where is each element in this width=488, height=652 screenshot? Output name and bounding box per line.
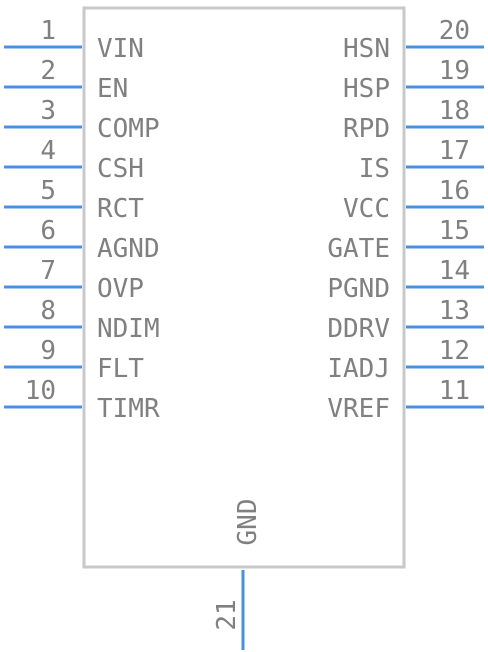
pin-name: OVP xyxy=(97,274,144,304)
pin-name: VCC xyxy=(343,194,390,224)
ic-body xyxy=(82,6,406,569)
pin-name: VREF xyxy=(327,394,390,424)
pin-name: EN xyxy=(97,74,128,104)
pin-number: 5 xyxy=(40,176,56,206)
pin-name: GATE xyxy=(327,234,390,264)
pin-name: FLT xyxy=(97,354,144,384)
pin-number: 14 xyxy=(439,256,470,286)
pin-name: HSN xyxy=(343,34,390,64)
pin-number: 11 xyxy=(439,376,470,406)
pin-number: 7 xyxy=(40,256,56,286)
pin-number: 10 xyxy=(25,376,56,406)
pin-number: 13 xyxy=(439,296,470,326)
pin-name: RPD xyxy=(343,114,390,144)
pin-name: DDRV xyxy=(327,314,390,344)
pin-name: COMP xyxy=(97,114,160,144)
pin-number: 9 xyxy=(40,336,56,366)
pin-name: RCT xyxy=(97,194,144,224)
pin-2: 2EN xyxy=(4,56,128,104)
left-pins: 1VIN2EN3COMP4CSH5RCT6AGND7OVP8NDIM9FLT10… xyxy=(4,16,160,424)
pin-name: GND xyxy=(233,499,263,546)
pin-number: 18 xyxy=(439,96,470,126)
pin-name: NDIM xyxy=(97,314,160,344)
right-pins: 20HSN19HSP18RPD17IS16VCC15GATE14PGND13DD… xyxy=(327,16,484,424)
pin-number: 12 xyxy=(439,336,470,366)
pin-number: 19 xyxy=(439,56,470,86)
pin-number: 8 xyxy=(40,296,56,326)
pin-name: AGND xyxy=(97,234,160,264)
pin-number: 6 xyxy=(40,216,56,246)
pin-number: 21 xyxy=(212,599,242,630)
pin-name: CSH xyxy=(97,154,144,184)
pin-number: 20 xyxy=(439,16,470,46)
pin-number: 1 xyxy=(40,16,56,46)
pin-name: PGND xyxy=(327,274,390,304)
pin-name: IADJ xyxy=(327,354,390,384)
pin-number: 3 xyxy=(40,96,56,126)
pin-name: VIN xyxy=(97,34,144,64)
pin-name: IS xyxy=(359,154,390,184)
pin-name: HSP xyxy=(343,74,390,104)
bottom-pin: GND 21 xyxy=(212,499,263,650)
pin-number: 4 xyxy=(40,136,56,166)
pin-number: 17 xyxy=(439,136,470,166)
pin-number: 2 xyxy=(40,56,56,86)
pin-name: TIMR xyxy=(97,394,160,424)
pin-number: 15 xyxy=(439,216,470,246)
pin-number: 16 xyxy=(439,176,470,206)
